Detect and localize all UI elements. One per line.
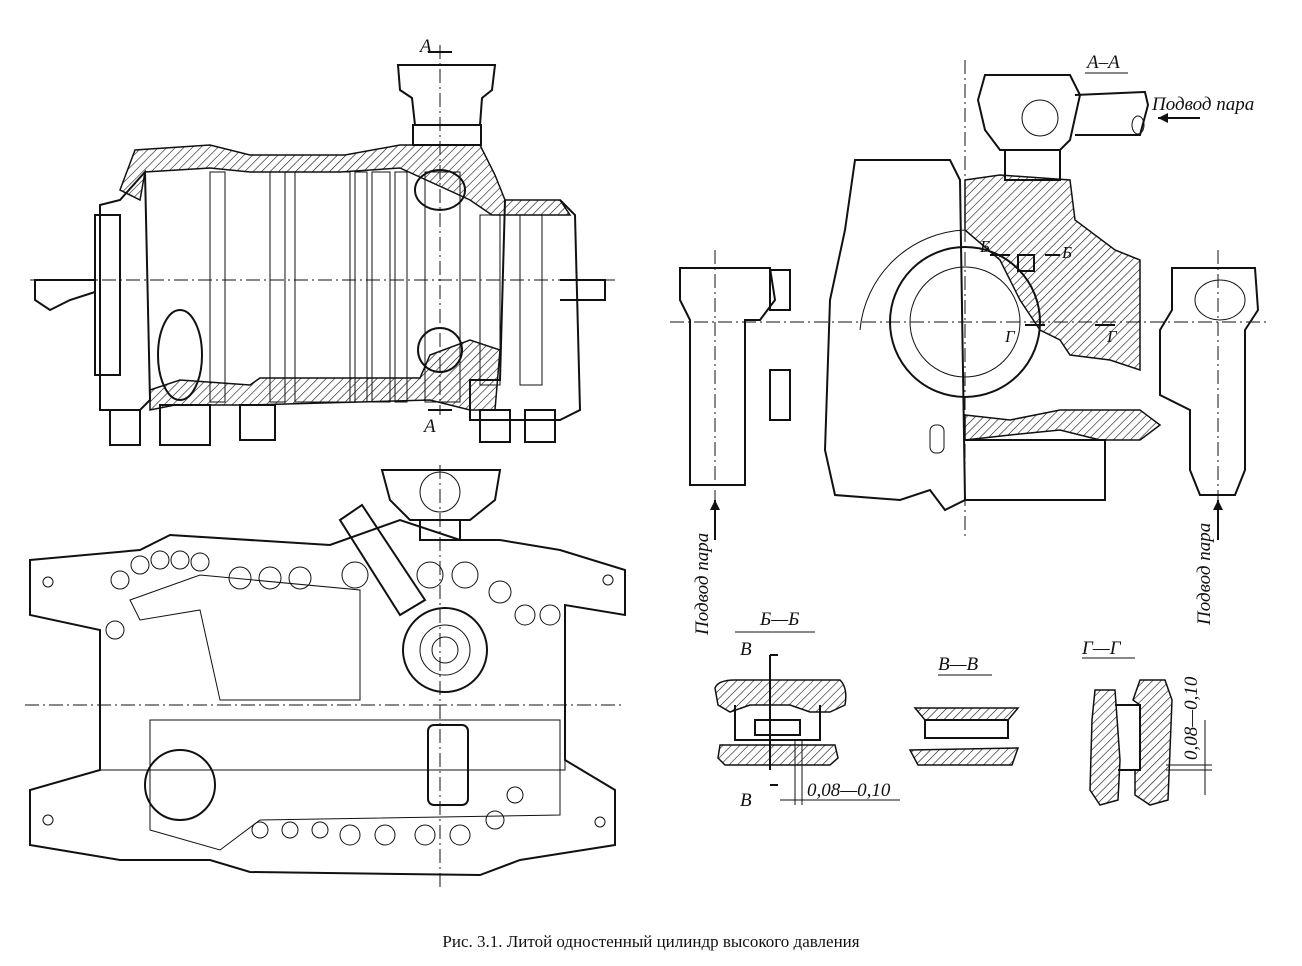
plan-view <box>25 465 626 890</box>
bolt-row-top <box>105 550 561 640</box>
section-gg-label: Г—Г <box>1081 638 1122 659</box>
g-mark-right: Г <box>1106 327 1118 346</box>
gap-gg-label: 0,08—0,10 <box>1181 676 1202 760</box>
section-bb-label: Б—Б <box>759 609 799 630</box>
detail-bb <box>714 631 900 805</box>
section-a-bottom-label: А <box>422 416 436 437</box>
g-mark-left: Г <box>1004 327 1016 346</box>
section-a-top-label: А <box>418 36 432 57</box>
b-mark-left: Б <box>979 237 990 256</box>
b-mark-right: Б <box>1061 243 1072 262</box>
section-aa-view <box>670 60 1270 540</box>
bolt-row-bottom <box>251 786 524 846</box>
side-view <box>30 45 615 446</box>
detail-vv <box>908 674 1020 766</box>
gap-bb-label: 0,08—0,10 <box>807 780 891 801</box>
detail-gg <box>1082 657 1212 806</box>
steam-inlet-top-label: Подвод пара <box>1151 94 1254 115</box>
steam-inlet-right-label: Подвод пара <box>1194 523 1215 626</box>
figure-caption: Рис. 3.1. Литой одностенный цилиндр высо… <box>442 932 860 951</box>
steam-inlet-left-label: Подвод пара <box>692 533 713 636</box>
section-aa-label: А–А <box>1085 52 1120 73</box>
section-vv-label: В—В <box>938 654 979 675</box>
v-mark-top: В <box>740 639 752 660</box>
v-mark-bottom: В <box>740 790 752 811</box>
